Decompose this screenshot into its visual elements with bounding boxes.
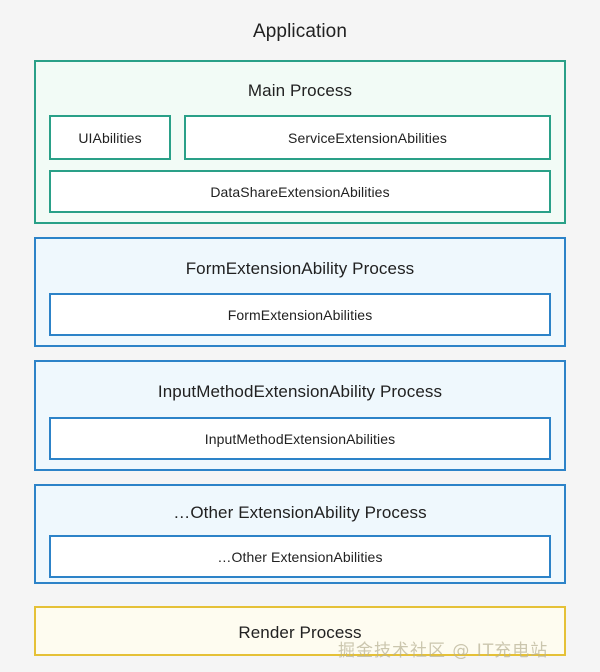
process-title-other-extension: …Other ExtensionAbility Process — [173, 503, 427, 522]
ability-box-form-extension: FormExtensionAbilities — [49, 293, 551, 336]
ability-box-inputmethod-extension: InputMethodExtensionAbilities — [49, 417, 551, 460]
ability-box-uiabilities: UIAbilities — [49, 115, 171, 160]
ability-row-1: UIAbilities ServiceExtensionAbilities — [49, 115, 551, 160]
process-container-main: Main Process UIAbilities ServiceExtensio… — [34, 60, 566, 224]
ability-box-service-extension: ServiceExtensionAbilities — [184, 115, 551, 160]
process-title-inputmethod-extension: InputMethodExtensionAbility Process — [157, 382, 443, 401]
process-title-render: Render Process — [238, 623, 362, 642]
process-container-render: Render Process — [34, 606, 566, 656]
ability-box-datashare-extension: DataShareExtensionAbilities — [49, 170, 551, 213]
page-title: Application — [252, 21, 348, 42]
ability-box-other-extension: …Other ExtensionAbilities — [49, 535, 551, 578]
process-container-form-extension: FormExtensionAbility Process FormExtensi… — [34, 237, 566, 347]
process-title-form-extension: FormExtensionAbility Process — [185, 259, 415, 278]
ability-row-2: DataShareExtensionAbilities — [49, 170, 551, 213]
process-title-main: Main Process — [247, 81, 353, 100]
process-container-other-extension: …Other ExtensionAbility Process …Other E… — [34, 484, 566, 584]
process-container-inputmethod-extension: InputMethodExtensionAbility Process Inpu… — [34, 360, 566, 471]
